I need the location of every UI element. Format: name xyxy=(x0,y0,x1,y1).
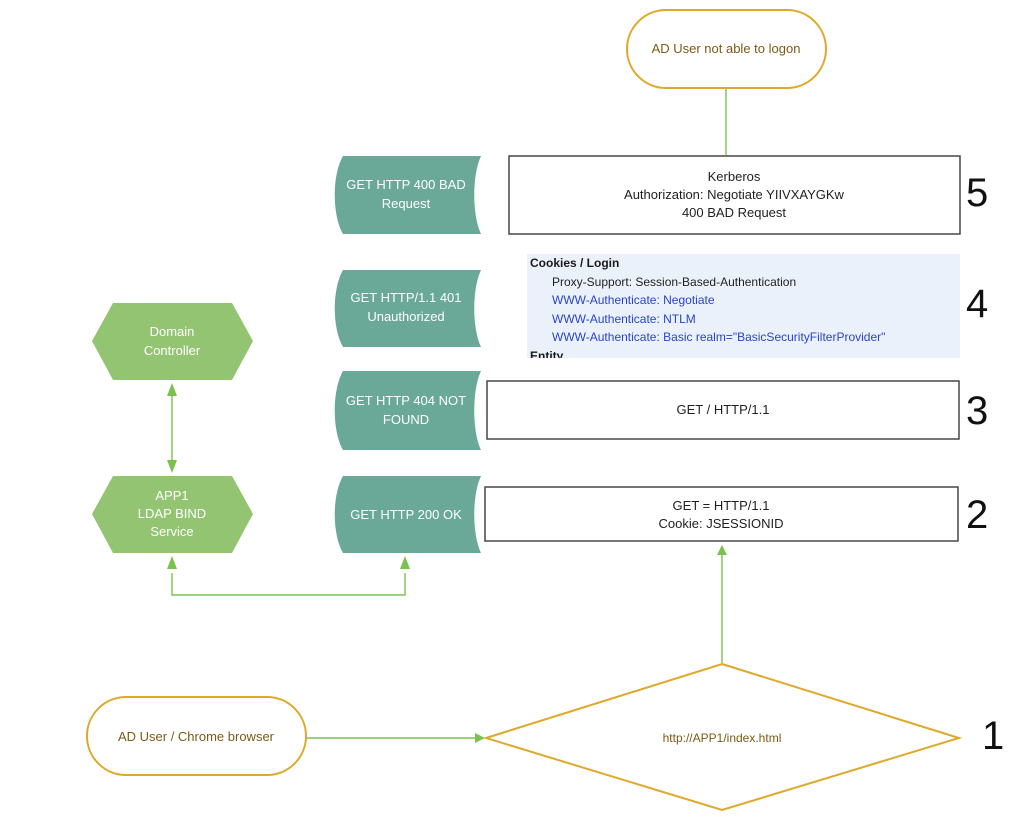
step-number-4: 4 xyxy=(966,282,988,326)
app1-arrow-up xyxy=(167,556,177,569)
step2-line-1: GET = HTTP/1.1 xyxy=(673,498,770,513)
www-authenticate-ntlm: WWW-Authenticate: NTLM xyxy=(552,311,696,326)
dc-arrow-up xyxy=(167,383,177,396)
step2-line-2: Cookie: JSESSIONID xyxy=(659,516,784,531)
step-number-5: 5 xyxy=(966,171,988,215)
request-decision: http://APP1/index.html xyxy=(482,662,963,812)
www-authenticate-basic: WWW-Authenticate: Basic realm="BasicSecu… xyxy=(552,330,886,344)
response-400-line-2: Request xyxy=(382,196,431,211)
start-label: AD User not able to logon xyxy=(652,41,801,56)
client-label: AD User / Chrome browser xyxy=(118,729,275,744)
response-400-line-1: GET HTTP 400 BAD xyxy=(346,177,465,192)
step-number-1: 1 xyxy=(982,714,1004,758)
step-4-headers-panel: Cookies / Login Proxy-Support: Session-B… xyxy=(527,254,960,358)
r200-arrow-up xyxy=(400,556,410,569)
domain-controller-line-1: Domain xyxy=(150,324,195,339)
www-authenticate-negotiate: WWW-Authenticate: Negotiate xyxy=(552,293,715,307)
app1-ldap-node: APP1 LDAP BIND Service xyxy=(92,476,253,553)
app1-line-2: LDAP BIND xyxy=(138,506,206,521)
response-401-tape: GET HTTP/1.1 401 Unauthorized xyxy=(334,270,481,347)
cookies-heading: Cookies / Login xyxy=(530,256,620,270)
step5-line-1: Kerberos xyxy=(708,169,761,184)
client-terminal: AD User / Chrome browser xyxy=(86,696,307,776)
request-url-label: http://APP1/index.html xyxy=(663,731,782,745)
response-200-label: GET HTTP 200 OK xyxy=(350,507,462,522)
domain-controller-line-2: Controller xyxy=(144,343,201,358)
start-terminal: AD User not able to logon xyxy=(626,9,827,89)
app1-line-1: APP1 xyxy=(155,488,188,503)
response-401-line-2: Unauthorized xyxy=(367,309,444,324)
step5-line-3: 400 BAD Request xyxy=(682,205,786,220)
app1-line-3: Service xyxy=(150,524,193,539)
response-404-line-1: GET HTTP 404 NOT xyxy=(346,393,466,408)
step-2-box: GET = HTTP/1.1 Cookie: JSESSIONID xyxy=(484,486,959,542)
app1-to-200-connector xyxy=(171,573,406,596)
response-400-tape: GET HTTP 400 BAD Request xyxy=(334,156,481,234)
domain-controller-node: Domain Controller xyxy=(92,303,253,380)
step-5-box: Kerberos Authorization: Negotiate YIIVXA… xyxy=(508,155,961,235)
app1-arrow-down xyxy=(167,460,177,473)
proxy-support-line: Proxy-Support: Session-Based-Authenticat… xyxy=(552,274,797,289)
step-number-2: 2 xyxy=(966,493,988,537)
entity-heading: Entity xyxy=(530,348,564,359)
response-401-line-1: GET HTTP/1.1 401 xyxy=(350,290,461,305)
response-404-line-2: FOUND xyxy=(383,412,429,427)
step-3-box: GET / HTTP/1.1 xyxy=(486,380,960,440)
response-404-tape: GET HTTP 404 NOT FOUND xyxy=(334,371,481,450)
response-200-tape: GET HTTP 200 OK xyxy=(334,476,481,553)
step-number-3: 3 xyxy=(966,389,988,433)
step5-line-2: Authorization: Negotiate YIIVXAYGKw xyxy=(624,187,845,202)
step3-line-1: GET / HTTP/1.1 xyxy=(677,402,770,417)
